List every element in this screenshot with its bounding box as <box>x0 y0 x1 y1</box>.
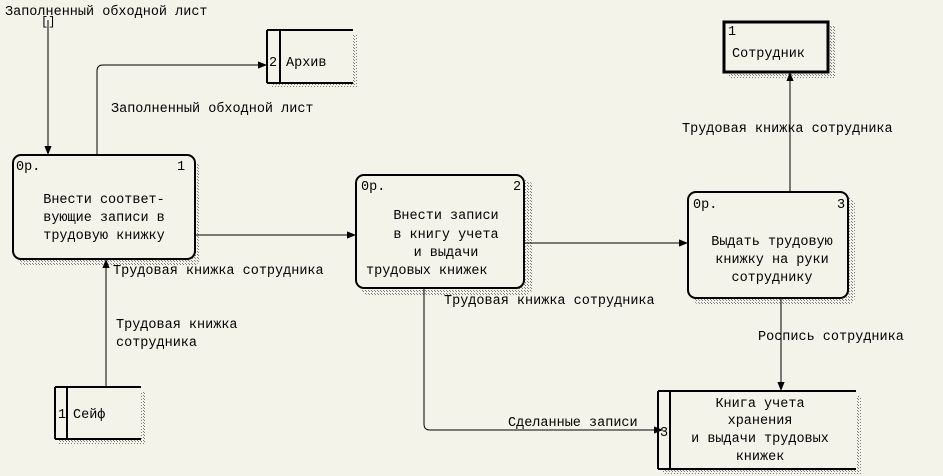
process-number: 3 <box>837 198 845 213</box>
flow-in-top[interactable]: Заполненный обходной лист [] <box>5 5 208 155</box>
process-number: 1 <box>177 160 185 175</box>
process-label-line: трудовых книжек <box>366 264 488 279</box>
data-store-arhiv[interactable]: 2 Архив <box>266 29 353 84</box>
flow-p2-p3[interactable]: Трудовая книжка сотрудника <box>444 239 688 309</box>
flow-label: Роспись сотрудника <box>758 330 904 345</box>
flow-label: Заполненный обходной лист <box>111 102 314 117</box>
flow-seyf-p1[interactable]: Трудовая книжка сотрудника <box>102 259 238 387</box>
flow-label-line: сотрудника <box>116 336 197 351</box>
data-store-label-line: Книга учета <box>715 397 804 412</box>
process-2[interactable]: 0р. 2 Внести записи в книгу учета и выда… <box>355 174 525 289</box>
external-entity-label: Сотрудник <box>732 47 805 62</box>
data-store-number: 1 <box>58 408 66 423</box>
process-label-line: вующие записи в <box>43 211 165 226</box>
process-op-label: 0р. <box>693 198 717 213</box>
data-store-label-line: хранения <box>728 414 793 429</box>
data-store-label: Сейф <box>73 408 105 423</box>
data-store-label: Архив <box>286 56 327 71</box>
flow-label: Трудовая книжка сотрудника <box>682 122 893 137</box>
flow-label: Трудовая книжка сотрудника <box>113 264 324 279</box>
flow-label: Сделанные записи <box>508 416 638 431</box>
process-label-line: Внести записи <box>393 209 498 224</box>
flow-p3-kniga[interactable]: Роспись сотрудника <box>758 298 904 391</box>
data-store-number: 3 <box>660 426 668 441</box>
process-label-line: книжку на руки <box>715 253 828 268</box>
process-label-line: сотруднику <box>731 271 812 286</box>
data-store-label-line: книжек <box>736 450 785 465</box>
process-label-line: Выдать трудовую <box>711 235 833 250</box>
data-store-kniga[interactable]: 3 Книга учета хранения и выдачи трудовых… <box>657 390 856 470</box>
process-number: 2 <box>513 180 521 195</box>
external-entity-number: 1 <box>728 25 736 40</box>
process-label-line: трудовую книжку <box>43 229 165 244</box>
process-op-label: 0р. <box>16 160 40 175</box>
data-store-number: 2 <box>269 56 277 71</box>
flow-label-line: Трудовая книжка <box>116 318 238 333</box>
process-1[interactable]: 0р. 1 Внести соответ- вующие записи в тр… <box>12 154 196 260</box>
process-label-line: Внести соответ- <box>43 193 165 208</box>
flow-label: Трудовая книжка сотрудника <box>444 294 655 309</box>
flow-p1-p2[interactable]: Трудовая книжка сотрудника трудовых книж… <box>113 231 488 279</box>
process-3[interactable]: 0р. 3 Выдать трудовую книжку на руки сот… <box>687 191 849 299</box>
external-entity-sotrudnik[interactable]: 1 Сотрудник <box>722 20 830 74</box>
flow-p2-kniga[interactable]: Сделанные записи <box>423 288 663 434</box>
tunnel-marker: [] <box>41 15 55 29</box>
data-store-label-line: и выдачи трудовых <box>691 432 829 447</box>
flow-label: Заполненный обходной лист <box>5 5 208 20</box>
data-store-seyf[interactable]: 1 Сейф <box>54 386 141 440</box>
process-op-label: 0р. <box>361 180 385 195</box>
process-label-line: и выдачи <box>414 246 479 261</box>
flow-to-arhiv[interactable]: Заполненный обходной лист <box>96 61 314 155</box>
flow-p3-sotrudnik[interactable]: Трудовая книжка сотрудника <box>682 72 893 192</box>
process-label-line: в книгу учета <box>393 228 498 243</box>
